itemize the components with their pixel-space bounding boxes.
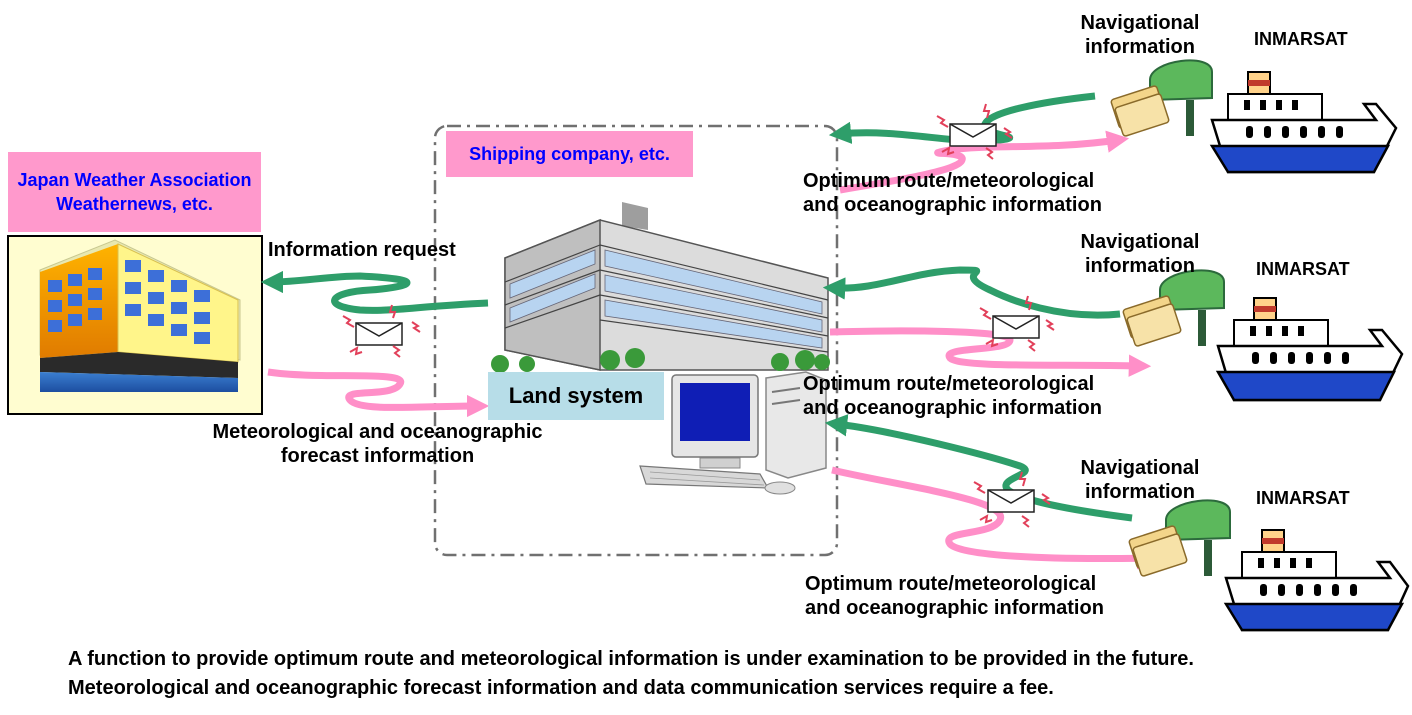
ship1-navigational-label: Navigational information <box>1060 11 1220 59</box>
envelope-icon-ship1 <box>936 103 1013 160</box>
weather-org-line2: Weathernews, etc. <box>56 194 213 214</box>
ship1-route-label: Optimum route/meteorological and oceanog… <box>803 169 1102 217</box>
footer-line2: Meteorological and oceanographic forecas… <box>68 677 1054 699</box>
ship2-route-line1: Optimum route/meteorological <box>803 373 1095 395</box>
ship3-navigational-label: Navigational information <box>1060 456 1220 504</box>
weather-organization-label: Japan Weather Association Weathernews, e… <box>8 152 261 232</box>
mailbox-icon-ship3 <box>1128 499 1231 577</box>
weather-building-illustration <box>7 235 263 415</box>
ship-icon-1 <box>1209 71 1398 174</box>
ship2-nav-line1: Navigational <box>1080 231 1200 253</box>
ship3-route-line2: and oceanographic information <box>805 597 1104 619</box>
ship2-navigational-label: Navigational information <box>1060 230 1220 278</box>
ship1-navigational-arrow <box>828 92 1096 145</box>
envelope-icon-ship2 <box>979 295 1055 352</box>
computer-illustration <box>639 371 827 495</box>
ship1-inmarsat-label: INMARSAT <box>1254 29 1348 49</box>
envelope-icon-ship3 <box>973 471 1051 528</box>
forecast-information-label: Meteorological and oceanographic forecas… <box>180 420 575 468</box>
ship2-route-arrow <box>829 327 1152 377</box>
footer-line1: A function to provide optimum route and … <box>68 648 1194 670</box>
information-request-label: Information request <box>268 239 456 261</box>
ship1-route-line2: and oceanographic information <box>803 194 1102 216</box>
land-system-label: Land system <box>488 372 664 420</box>
envelope-icon-left <box>342 304 421 358</box>
mailbox-icon-ship2 <box>1122 269 1225 347</box>
forecast-line2: forecast information <box>280 445 475 467</box>
ship-icon-2 <box>1215 297 1404 402</box>
ship2-navigational-arrow <box>822 266 1121 319</box>
ship2-route-line2: and oceanographic information <box>803 397 1102 419</box>
ship3-route-label: Optimum route/meteorological and oceanog… <box>805 572 1104 620</box>
ship1-route-arrow <box>839 130 1130 194</box>
ship2-route-label: Optimum route/meteorological and oceanog… <box>803 372 1102 420</box>
ship3-nav-line1: Navigational <box>1080 457 1200 479</box>
ship3-nav-line2: information <box>1085 481 1195 503</box>
office-building-illustration <box>491 202 830 373</box>
ship1-route-line1: Optimum route/meteorological <box>803 170 1095 192</box>
ship2-inmarsat-label: INMARSAT <box>1256 259 1350 279</box>
mailbox-icon-ship1 <box>1110 59 1213 137</box>
shipping-company-label: Shipping company, etc. <box>446 131 693 177</box>
forecast-line1: Meteorological and oceanographic <box>212 421 543 443</box>
ship1-nav-line1: Navigational <box>1080 12 1200 34</box>
ship2-nav-line2: information <box>1085 255 1195 277</box>
forecast-arrow <box>267 368 490 418</box>
ship1-nav-line2: information <box>1085 36 1195 58</box>
ship3-route-line1: Optimum route/meteorological <box>805 573 1097 595</box>
footer-note: A function to provide optimum route and … <box>68 645 1194 703</box>
information-request-arrow <box>260 270 489 314</box>
ship3-route-arrow <box>831 466 1160 570</box>
ship3-inmarsat-label: INMARSAT <box>1256 488 1350 508</box>
ship-icon-3 <box>1223 529 1410 632</box>
weather-org-line1: Japan Weather Association <box>17 170 252 190</box>
